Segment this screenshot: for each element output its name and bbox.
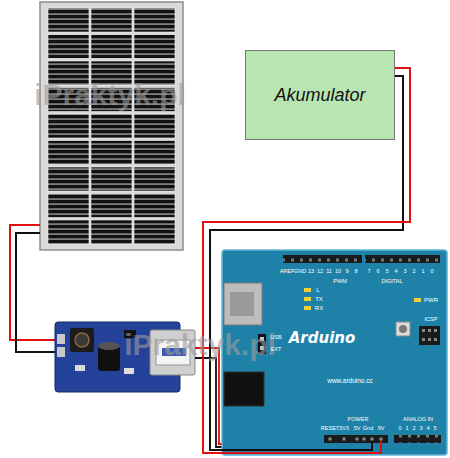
solar-cell xyxy=(91,35,132,59)
board-label: L xyxy=(316,287,319,293)
solar-cell xyxy=(91,61,132,85)
solar-cell xyxy=(134,61,175,85)
board-label: 0 xyxy=(430,269,433,275)
board-label: 5V xyxy=(354,426,361,432)
arduino-board-node: Arduino xyxy=(222,250,447,455)
board-label: 3V3 xyxy=(339,426,349,432)
board-label: USB xyxy=(270,335,281,341)
board-label: TX xyxy=(315,296,323,302)
node-text: Akumulator xyxy=(274,85,365,106)
solar-cell xyxy=(91,220,132,244)
watermark: iPraktyk.pl xyxy=(34,80,186,110)
board-label: 7 xyxy=(367,269,370,275)
board-label: 1 xyxy=(405,426,408,432)
board-label: 3 xyxy=(403,269,406,275)
solar-cell xyxy=(48,114,89,138)
board-label: 12 xyxy=(317,269,323,275)
board-label: RESET xyxy=(321,426,339,432)
solar-cell xyxy=(134,141,175,165)
board-label: 8 xyxy=(354,269,357,275)
arduino-board xyxy=(222,250,447,455)
board-label: POWER xyxy=(348,417,369,423)
solar-cell xyxy=(91,167,132,191)
solar-cell xyxy=(48,167,89,191)
solar-cell xyxy=(91,88,132,112)
board-label: AREF xyxy=(280,269,295,275)
solar-cell xyxy=(134,114,175,138)
solar-cell xyxy=(134,220,175,244)
solar-cell xyxy=(134,88,175,112)
board-label: Gnd xyxy=(363,426,373,432)
board-label: ANALOG IN xyxy=(403,417,433,423)
black-wire xyxy=(16,233,58,352)
boost-converter xyxy=(55,322,195,392)
board-label: PWM xyxy=(333,279,346,285)
board-label: www.arduino.cc xyxy=(327,378,373,385)
board-label: ICSP xyxy=(425,317,438,323)
solar-cell xyxy=(91,8,132,32)
solar-cell xyxy=(134,8,175,32)
solar-cell xyxy=(48,88,89,112)
board-label: 9V xyxy=(378,426,385,432)
board-label: 6 xyxy=(376,269,379,275)
solar-cell xyxy=(48,141,89,165)
solar-cell xyxy=(91,194,132,218)
board-label: EXT xyxy=(271,347,282,353)
board-label: GND xyxy=(294,269,306,275)
solar-panel xyxy=(40,2,183,250)
board-label: RX xyxy=(315,305,323,311)
board-label: 2 xyxy=(412,426,415,432)
red-wire xyxy=(203,68,410,453)
solar-cell xyxy=(48,35,89,59)
board-label: 11 xyxy=(326,269,332,275)
solar-cell xyxy=(134,167,175,191)
board-label: 4 xyxy=(426,426,429,432)
board-label: 10 xyxy=(335,269,341,275)
board-label: 5 xyxy=(385,269,388,275)
solar-cell xyxy=(48,8,89,32)
solar-cell xyxy=(134,35,175,59)
black-wire xyxy=(210,76,403,450)
board-label: DIGITAL xyxy=(382,279,403,285)
battery-box: Akumulator xyxy=(245,50,395,140)
board-label: 3 xyxy=(419,426,422,432)
board-label: 1 xyxy=(421,269,424,275)
node-text: Arduino xyxy=(289,329,356,347)
solar-cell xyxy=(91,114,132,138)
solar-cell xyxy=(134,194,175,218)
red-wire xyxy=(222,441,381,453)
board-label: 4 xyxy=(394,269,397,275)
solar-cell xyxy=(48,194,89,218)
watermark: iPraktyk.pl xyxy=(124,330,276,360)
board-label: 13 xyxy=(308,269,314,275)
board-label: 5 xyxy=(433,426,436,432)
solar-cell xyxy=(48,61,89,85)
board-label: 9 xyxy=(345,269,348,275)
red-wire xyxy=(10,225,58,340)
board-label: PWR xyxy=(424,297,438,303)
solar-cell xyxy=(91,141,132,165)
board-label: 2 xyxy=(412,269,415,275)
board-label: 0 xyxy=(398,426,401,432)
solar-cell xyxy=(48,220,89,244)
